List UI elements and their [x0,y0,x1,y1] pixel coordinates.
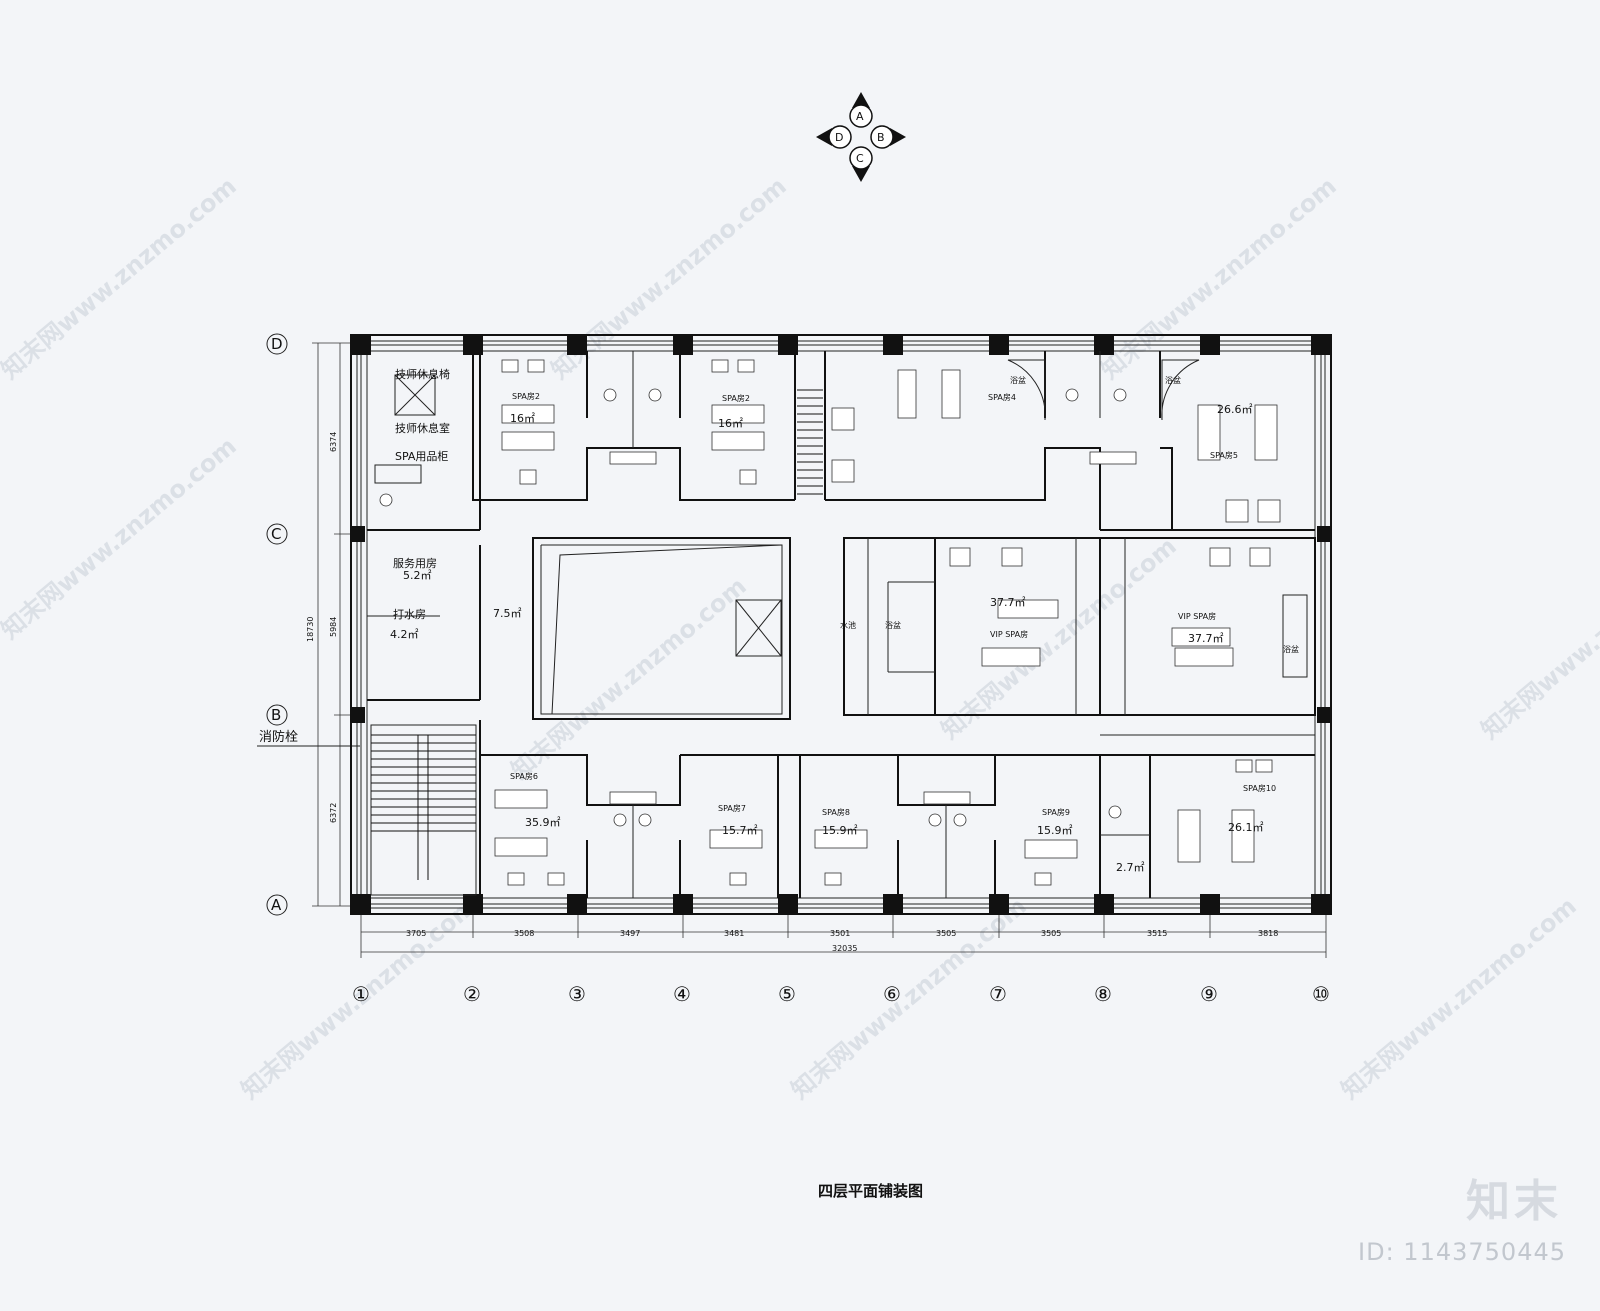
dim-bottom: 3505 [936,929,956,938]
room-area: 26.6㎡ [1217,403,1253,416]
dim-bottom: 3508 [514,929,534,938]
room-area: 15.7㎡ [722,824,758,837]
watermark: 知末网www.znzmo.com [936,532,1182,745]
row-axis-label: D [271,335,283,353]
room-area: 7.5㎡ [493,607,522,620]
watermark: 知末网www.znzmo.com [0,432,242,645]
room-area: 35.9㎡ [525,816,561,829]
compass-label-n: A [856,110,864,123]
room-label: 浴盆 [1283,644,1299,654]
compass-label-w: D [835,131,843,144]
watermark-layer: 知末网www.znzmo.com 知末网www.znzmo.com 知末网www… [0,172,1600,1105]
dim-left: 6372 [329,803,338,823]
row-axis-label: B [271,706,281,724]
room-label: 技师休息椅 [395,367,450,381]
dim-bottom: 3515 [1147,929,1167,938]
dim-bottom: 3818 [1258,929,1278,938]
room-labels: 技师休息椅 技师休息室 SPA用品柜 服务用房 5.2㎡ 打水房 4.2㎡ SP… [390,367,1299,874]
row-axis-label: A [271,896,282,914]
room-label: 服务用房 [393,557,437,570]
col-axis-label: ② [463,982,481,1006]
room-label: SPA房8 [822,807,850,817]
room-label: 打水房 [393,607,426,621]
dim-bottom: 3481 [724,929,744,938]
row-axis-label: C [271,525,281,543]
dim-bottom: 3501 [830,929,850,938]
room-area: 37.7㎡ [990,596,1026,609]
dim-total: 32035 [832,944,857,953]
compass-label-s: C [856,152,864,165]
room-area: 4.2㎡ [390,628,419,641]
room-label: SPA房10 [1243,783,1276,793]
room-label: 水池 [840,620,856,630]
col-axis-label: ④ [673,982,691,1006]
compass-label-e: B [877,131,885,144]
fire-hydrant-label: 消防栓 [259,729,298,745]
col-axis-label: ① [352,982,370,1006]
col-axis-label: ⑧ [1094,982,1112,1006]
col-axis-label: ⑨ [1200,982,1218,1006]
room-label: SPA房2 [512,391,540,401]
staircase-left [370,724,477,896]
room-area: 2.7㎡ [1116,861,1145,874]
row-axes: D C B A [266,333,288,916]
brand-id: ID: 1143750445 [1358,1238,1566,1266]
room-label: 浴盆 [885,620,901,630]
room-area: 16㎡ [510,412,535,425]
dim-left: 5984 [329,617,338,637]
room-area: 37.7㎡ [1188,632,1224,645]
col-axis-label: ⑩ [1312,982,1330,1006]
col-axis-label: ③ [568,982,586,1006]
room-label: SPA房5 [1210,450,1238,460]
room-area: 26.1㎡ [1228,821,1264,834]
brand-logo: 知末 [1466,1176,1562,1227]
dim-bottom: 3705 [406,929,426,938]
col-axis-label: ⑤ [778,982,796,1006]
dim-left: 6374 [329,432,338,452]
staircase-top [797,389,823,495]
room-label: SPA房9 [1042,807,1070,817]
watermark: 知末网www.znzmo.com [1476,532,1600,745]
watermark: 知末网www.znzmo.com [506,572,752,785]
dim-bottom: 3497 [620,929,640,938]
room-label: 浴盆 [1010,375,1026,385]
columns [351,335,1331,914]
room-label: 技师休息室 [395,421,450,435]
room-label: SPA房6 [510,771,538,781]
room-label: VIP SPA房 [990,629,1028,639]
furniture [374,359,1281,886]
partitions [367,351,1316,898]
room-area: 15.9㎡ [822,824,858,837]
room-label: 浴盆 [1165,375,1181,385]
compass-rose: A B C D [816,92,906,182]
room-label: SPA房7 [718,803,746,813]
room-area: 5.2㎡ [403,569,432,582]
room-area: 16㎡ [718,417,743,430]
bottom-dimensions: 3705 3508 3497 3481 3501 3505 3505 3515 … [360,915,1327,958]
room-label: SPA用品柜 [395,450,448,463]
room-label: SPA房4 [988,392,1016,402]
room-label: VIP SPA房 [1178,611,1216,621]
dim-left-total: 18730 [306,617,315,642]
drawing-title: 四层平面铺装图 [818,1182,924,1200]
room-label: SPA房2 [722,393,750,403]
column-axes: ① ② ③ ④ ⑤ ⑥ ⑦ ⑧ ⑨ ⑩ [352,982,1330,1006]
room-area: 15.9㎡ [1037,824,1073,837]
col-axis-label: ⑥ [883,982,901,1006]
building-shell [350,334,1332,915]
col-axis-label: ⑦ [989,982,1007,1006]
watermark: 知末网www.znzmo.com [0,172,242,385]
watermark: 知末网www.znzmo.com [1336,892,1582,1105]
left-dimensions: 6374 5984 6372 18730 消防栓 [257,342,360,907]
dim-bottom: 3505 [1041,929,1061,938]
